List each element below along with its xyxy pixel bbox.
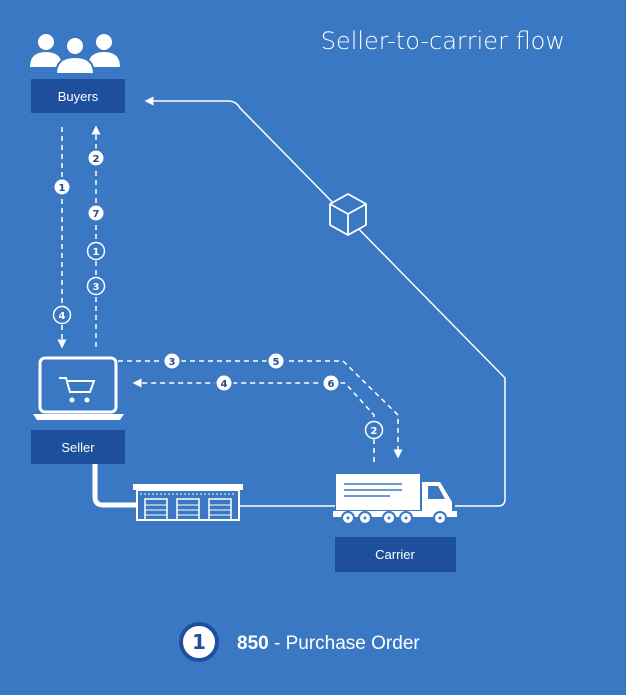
svg-text:1: 1: [59, 183, 66, 194]
warehouse-icon: [133, 484, 243, 521]
buyers-node: Buyers: [31, 79, 125, 113]
users-icon: [30, 34, 120, 75]
seller-label: Seller: [61, 440, 95, 455]
legend-separator: -: [269, 633, 286, 654]
carrier-node: Carrier: [335, 537, 456, 572]
seller-to-carrier-line: [118, 360, 403, 459]
carrier-label: Carrier: [375, 547, 415, 562]
svg-text:2: 2: [371, 426, 378, 437]
svg-text:4: 4: [221, 379, 228, 390]
package-box-icon: [329, 192, 367, 237]
svg-text:3: 3: [93, 282, 100, 293]
step-badge: 1: [52, 177, 72, 197]
legend-description: Purchase Order: [286, 633, 421, 654]
buyers-label: Buyers: [58, 89, 99, 104]
step-badge: 5: [266, 351, 286, 371]
svg-text:7: 7: [93, 209, 100, 220]
legend-number: 1: [192, 630, 206, 654]
step-badge: 4: [52, 305, 72, 325]
seller-warehouse-link: [92, 464, 137, 508]
step-badge: 3: [86, 276, 106, 296]
svg-text:5: 5: [273, 357, 280, 368]
svg-text:4: 4: [59, 311, 66, 322]
step-badge: 7: [86, 203, 106, 223]
diagram-title: Seller-to-carrier flow: [321, 27, 565, 55]
svg-text:2: 2: [93, 154, 100, 165]
carrier-to-seller-line: [132, 378, 375, 462]
step-badge: 2: [86, 148, 106, 168]
laptop-cart-icon: [33, 356, 124, 420]
carrier-to-buyers-line: [144, 96, 506, 507]
step-badge: 3: [162, 351, 182, 371]
svg-text:3: 3: [169, 357, 176, 368]
seller-node: Seller: [31, 430, 125, 464]
step-badge: 4: [214, 373, 234, 393]
step-badge: 2: [364, 420, 384, 440]
legend-text: 850 - Purchase Order: [237, 633, 420, 654]
step-badge: 6: [321, 373, 341, 393]
truck-icon: [333, 474, 457, 525]
svg-text:6: 6: [328, 379, 335, 390]
svg-text:1: 1: [93, 247, 100, 258]
legend-code: 850: [237, 633, 269, 654]
legend-number-badge: [179, 622, 219, 662]
step-badge: 1: [86, 241, 106, 261]
legend: 1 850 - Purchase Order: [179, 622, 420, 662]
